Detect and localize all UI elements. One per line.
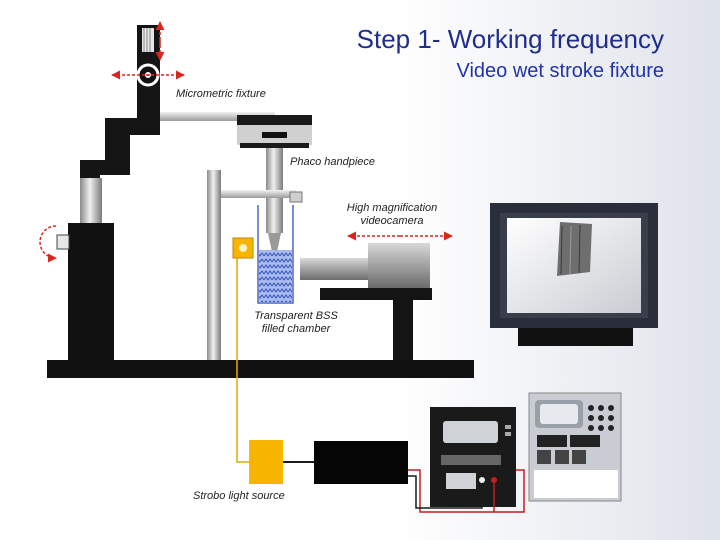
slide-subtitle: Video wet stroke fixture bbox=[456, 60, 664, 82]
base-platform bbox=[47, 360, 474, 378]
yellow-cable bbox=[236, 258, 249, 463]
camera-body bbox=[368, 243, 430, 288]
label-chamber-line1: Transparent BSS bbox=[254, 310, 338, 322]
chamber-arm bbox=[221, 190, 296, 198]
label-strobo-light-source: Strobo light source bbox=[193, 490, 285, 502]
top-slider-grip bbox=[142, 28, 154, 52]
slide-title: Step 1- Working frequency bbox=[356, 24, 664, 54]
bss-liquid bbox=[259, 250, 292, 302]
transparent-chamber bbox=[257, 205, 294, 304]
label-phaco-handpiece: Phaco handpiece bbox=[290, 156, 376, 168]
label-micrometric-fixture: Micrometric fixture bbox=[176, 88, 266, 100]
label-camera-line2: videocamera bbox=[360, 215, 424, 227]
label-chamber-line2: filled chamber bbox=[261, 323, 331, 335]
main-pillar bbox=[80, 178, 102, 223]
screen-tip-image bbox=[557, 222, 592, 276]
support-rod bbox=[160, 112, 275, 121]
handpiece-clamp bbox=[237, 115, 312, 125]
label-camera-line1: High magnification bbox=[346, 202, 438, 214]
rotation-knob bbox=[56, 234, 70, 250]
red-cable bbox=[408, 469, 495, 513]
camera-post bbox=[393, 300, 413, 360]
strobo-controller bbox=[314, 441, 408, 484]
pillar-base-block bbox=[68, 223, 114, 360]
rotation-arrow bbox=[39, 225, 57, 263]
camera-lens bbox=[300, 258, 368, 280]
strobo-light-source bbox=[249, 440, 283, 484]
left-thin-pillar bbox=[207, 170, 221, 360]
